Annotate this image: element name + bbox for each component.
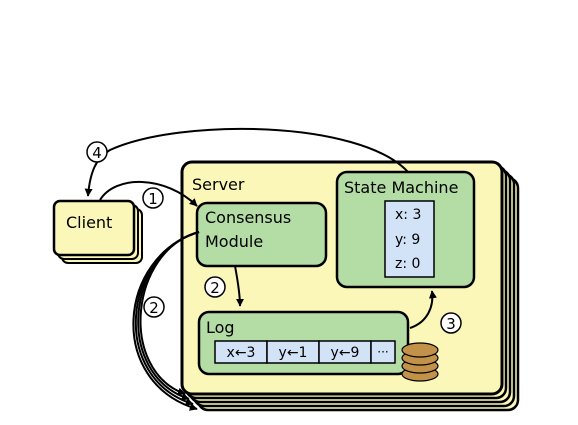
log-entry-3: y←9 bbox=[331, 345, 360, 361]
step-1-label: 1 bbox=[148, 190, 158, 208]
log-entry-ellipsis: ··· bbox=[377, 345, 388, 359]
log-entries: x←3 y←1 y←9 ··· bbox=[214, 340, 396, 364]
log-entry-1: x←3 bbox=[227, 345, 256, 361]
step-2-marker-servers: 2 bbox=[143, 296, 165, 318]
arrow-3 bbox=[409, 290, 437, 329]
client-box bbox=[52, 199, 136, 257]
step-1-marker: 1 bbox=[142, 187, 164, 209]
step-2-label: 2 bbox=[149, 299, 159, 317]
arrow-4 bbox=[84, 127, 409, 197]
step-4-marker: 4 bbox=[86, 141, 108, 163]
consensus-module-line2: Module bbox=[205, 232, 263, 251]
step-3-marker: 3 bbox=[440, 312, 462, 334]
server-label: Server bbox=[192, 175, 245, 194]
arrow-2-log bbox=[234, 265, 244, 307]
arrow-2-servers bbox=[132, 231, 200, 411]
client-stack bbox=[52, 199, 143, 264]
log-label: Log bbox=[206, 318, 235, 337]
state-machine-values-panel bbox=[384, 200, 435, 278]
step-2-label: 2 bbox=[210, 279, 220, 297]
state-value-x: x: 3 bbox=[395, 207, 421, 223]
consensus-module-box bbox=[195, 201, 328, 268]
arrow-1 bbox=[99, 181, 198, 207]
state-value-y: y: 9 bbox=[395, 232, 420, 248]
log-entry-cell bbox=[370, 340, 396, 364]
log-entry-2: y←1 bbox=[279, 345, 308, 361]
client-label: Client bbox=[66, 213, 112, 232]
arrows bbox=[84, 127, 437, 411]
step-3-label: 3 bbox=[446, 315, 456, 333]
disk-storage-icon bbox=[401, 342, 439, 382]
step-4-label: 4 bbox=[92, 144, 102, 162]
step-2-marker-log: 2 bbox=[204, 276, 226, 298]
consensus-module-line1: Consensus bbox=[205, 208, 291, 227]
state-value-z: z: 0 bbox=[395, 256, 420, 272]
state-machine-title: State Machine bbox=[344, 178, 458, 197]
